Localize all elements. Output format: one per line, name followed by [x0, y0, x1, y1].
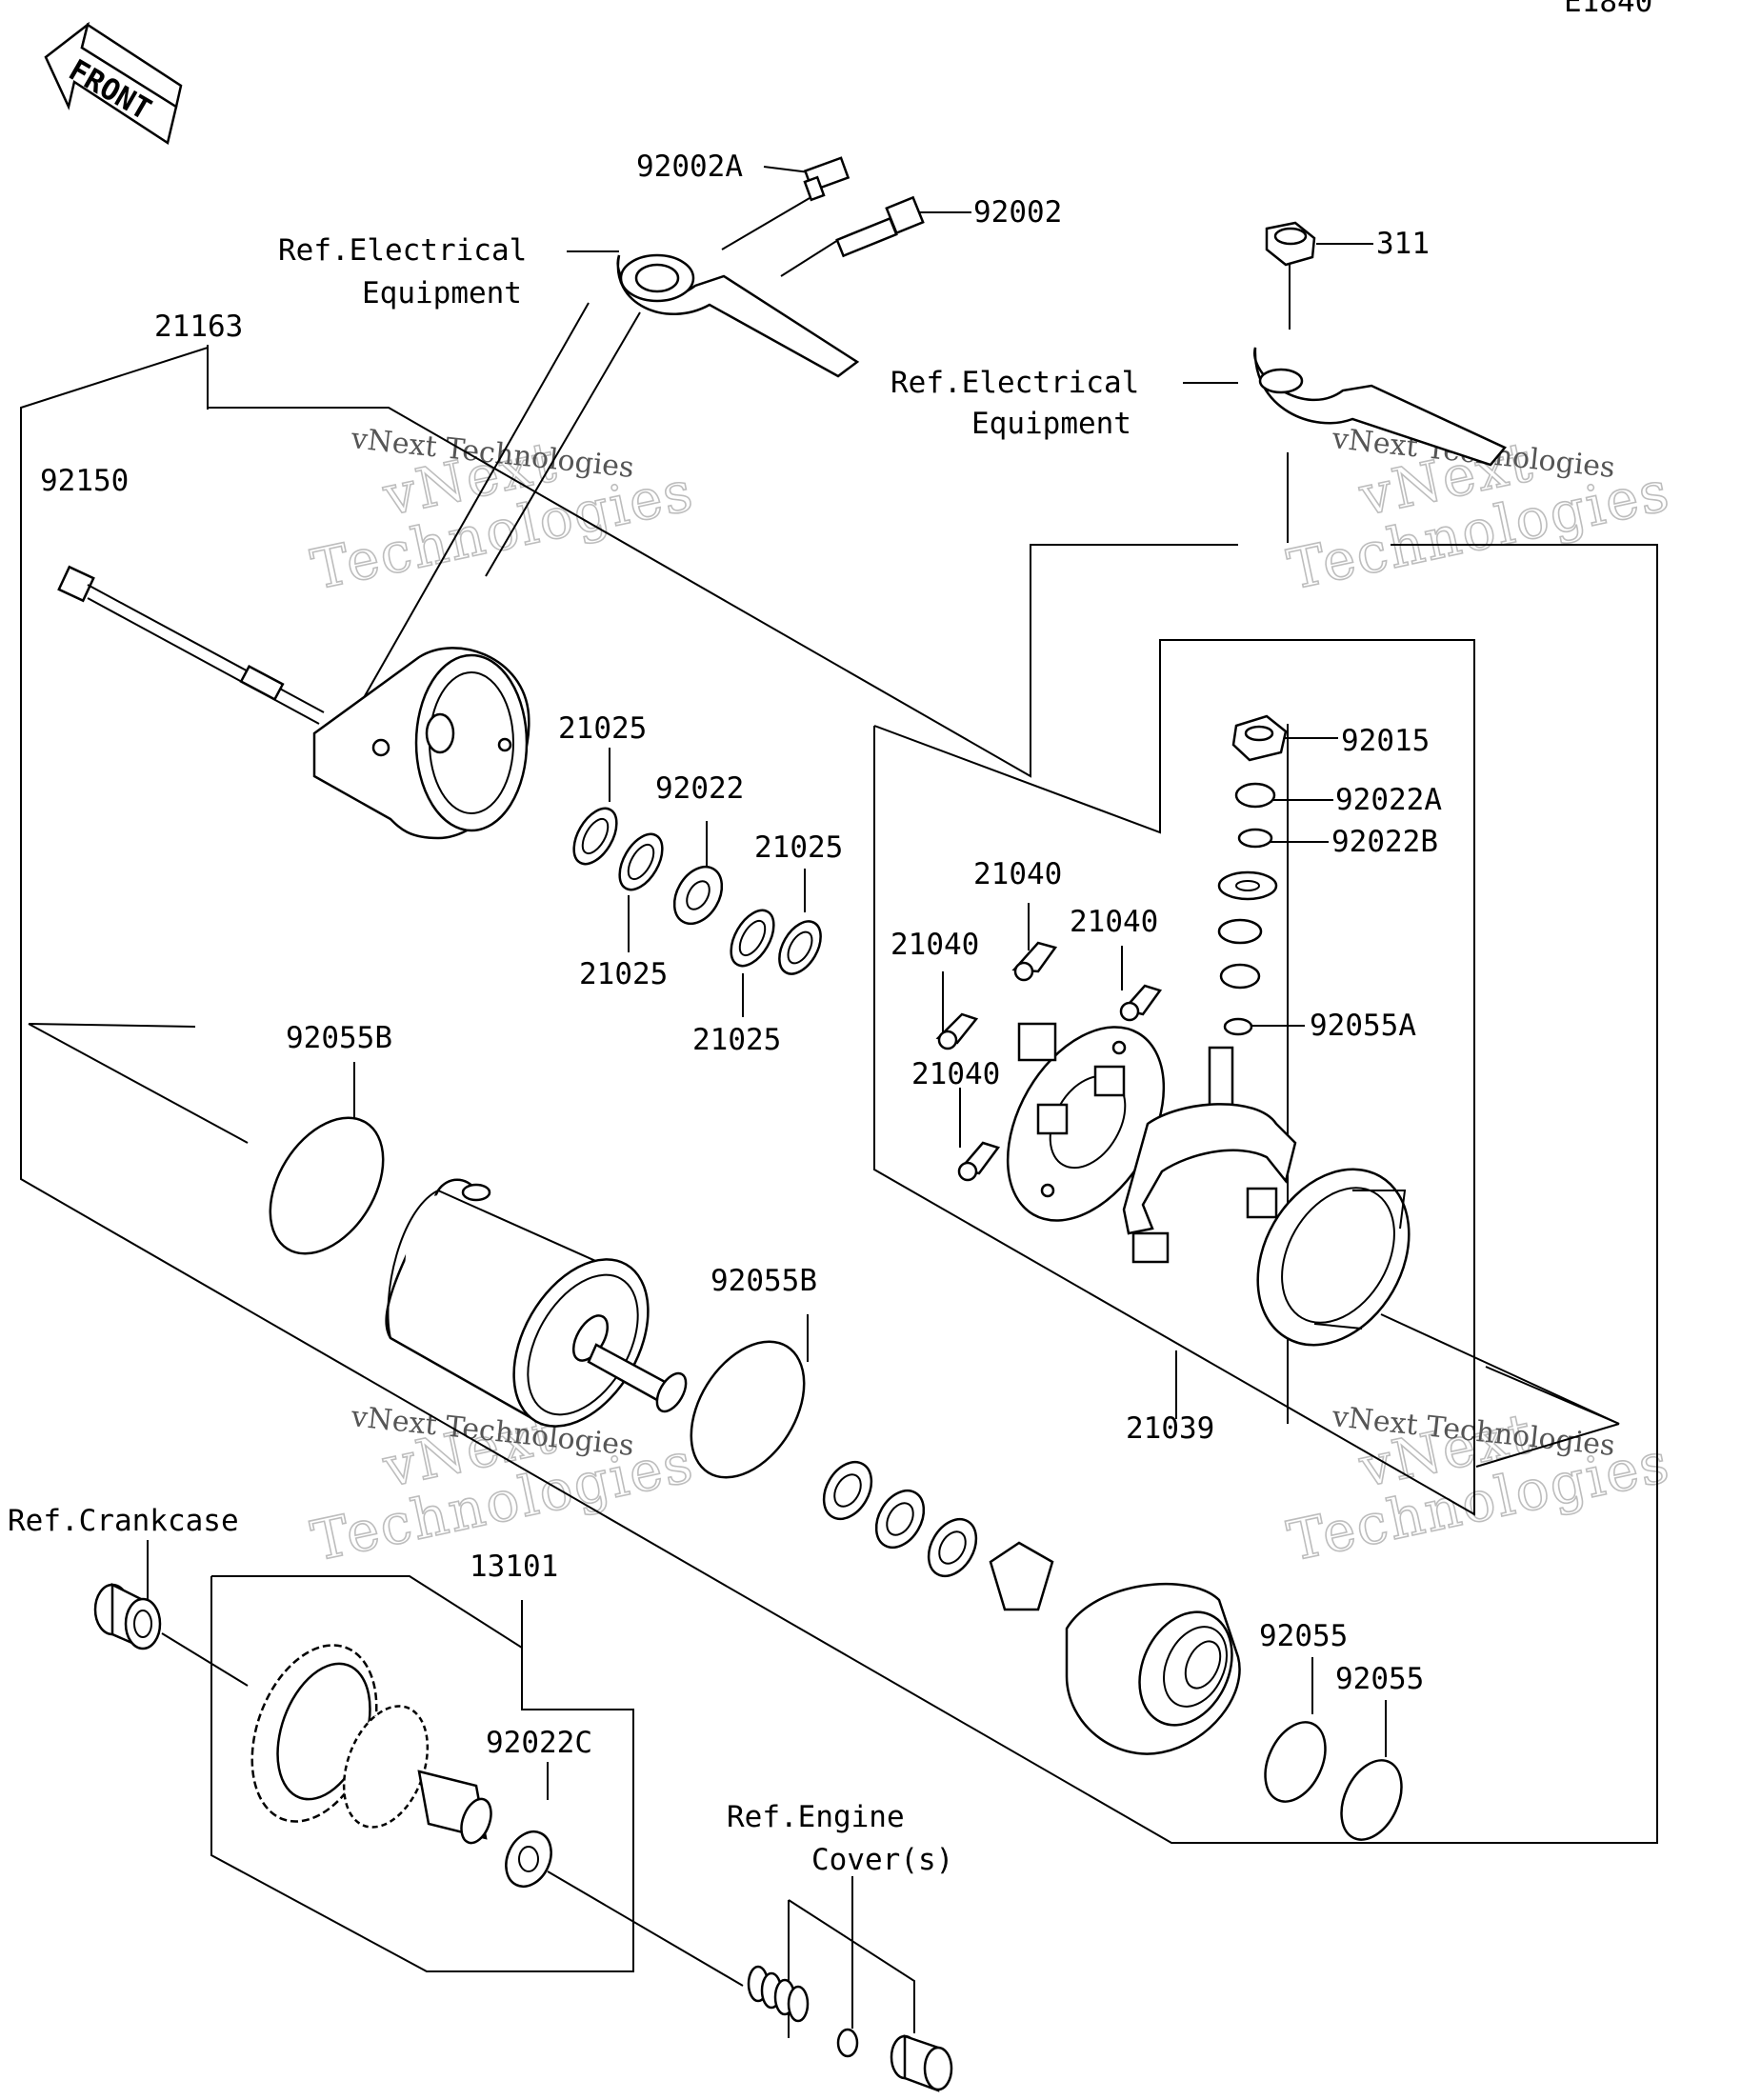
bushing-crankcase-icon	[93, 1582, 249, 1687]
assembly-outline-21039	[873, 639, 1475, 1516]
label-92055-a: 92055	[1259, 1619, 1348, 1653]
o-ring-92055-a-icon	[1264, 1721, 1327, 1803]
label-92150: 92150	[40, 464, 129, 498]
diagram-code: E1840	[1564, 0, 1652, 19]
starter-clutch-gear-icon	[250, 1644, 492, 1845]
o-ring-92055B-left-icon	[269, 1116, 385, 1255]
label-ref-engine: Ref.Engine	[727, 1800, 905, 1834]
bolt-92002A-icon	[721, 156, 850, 250]
label-92022B: 92022B	[1331, 825, 1438, 859]
small-washer-icon	[836, 2028, 859, 2058]
label-21039: 21039	[1126, 1411, 1214, 1446]
bolt-92002-icon	[780, 195, 925, 277]
brush-springs-icon	[935, 941, 1163, 1182]
front-bracket-icon	[1065, 1582, 1241, 1755]
label-ref-electrical-2: Ref.Electrical	[891, 366, 1139, 400]
label-21040-a: 21040	[973, 857, 1062, 891]
label-ref-electrical-1: Ref.Electrical	[278, 233, 527, 268]
assembly-outline-21163	[20, 346, 1658, 1844]
label-92055B-b: 92055B	[710, 1264, 817, 1298]
end-cover-icon	[312, 647, 530, 840]
label-21025-a: 21025	[558, 711, 647, 746]
label-92022A: 92022A	[1335, 783, 1442, 817]
spring-icon	[747, 1965, 810, 2023]
dowel-pin-icon	[890, 2034, 953, 2092]
o-ring-92055B-middle-icon	[690, 1340, 806, 1479]
label-13101: 13101	[470, 1550, 558, 1584]
assembly-outline-13101	[210, 1575, 634, 1972]
label-92022C: 92022C	[486, 1726, 592, 1760]
nut-311-icon	[1265, 221, 1316, 267]
label-ref-electrical-2b: Equipment	[971, 407, 1131, 441]
terminal-bracket-icon	[1122, 1046, 1297, 1264]
label-92002A: 92002A	[636, 150, 743, 184]
thrust-washers-icon	[822, 1460, 1054, 1611]
label-21040-d: 21040	[911, 1057, 1000, 1091]
terminal-nut-washer-stack-icon	[1217, 714, 1288, 1036]
label-92022: 92022	[655, 771, 744, 806]
washer-92022C-icon	[505, 1830, 744, 1987]
label-21025-c: 21025	[579, 957, 668, 991]
long-bolt-92150-icon	[57, 565, 325, 725]
label-21025-d: 21025	[692, 1023, 781, 1057]
rear-brush-cover-icon	[1256, 1168, 1411, 1347]
shim-washers-icon	[572, 807, 822, 975]
o-ring-92055-b-icon	[1340, 1759, 1403, 1841]
label-92002: 92002	[973, 195, 1062, 230]
brush-holder-plate-icon	[1006, 1022, 1166, 1222]
label-21040-c: 21040	[891, 928, 979, 962]
cable-terminal-right-icon	[1253, 347, 1508, 467]
label-ref-engine-b: Cover(s)	[811, 1843, 953, 1877]
label-ref-electrical-1b: Equipment	[362, 276, 522, 310]
label-21163: 21163	[154, 310, 243, 344]
label-92015: 92015	[1341, 724, 1430, 758]
label-21040-b: 21040	[1070, 905, 1158, 939]
label-311: 311	[1376, 227, 1430, 261]
front-arrow-icon: FRONT	[44, 21, 183, 146]
label-92055-b: 92055	[1335, 1662, 1424, 1696]
motor-yoke-icon	[385, 1178, 688, 1428]
label-92055A: 92055A	[1310, 1009, 1416, 1043]
label-21025-b: 21025	[754, 830, 843, 865]
cable-terminal-left-icon	[337, 253, 860, 744]
label-ref-crankcase: Ref.Crankcase	[8, 1504, 239, 1538]
label-92055B-a: 92055B	[286, 1021, 392, 1055]
